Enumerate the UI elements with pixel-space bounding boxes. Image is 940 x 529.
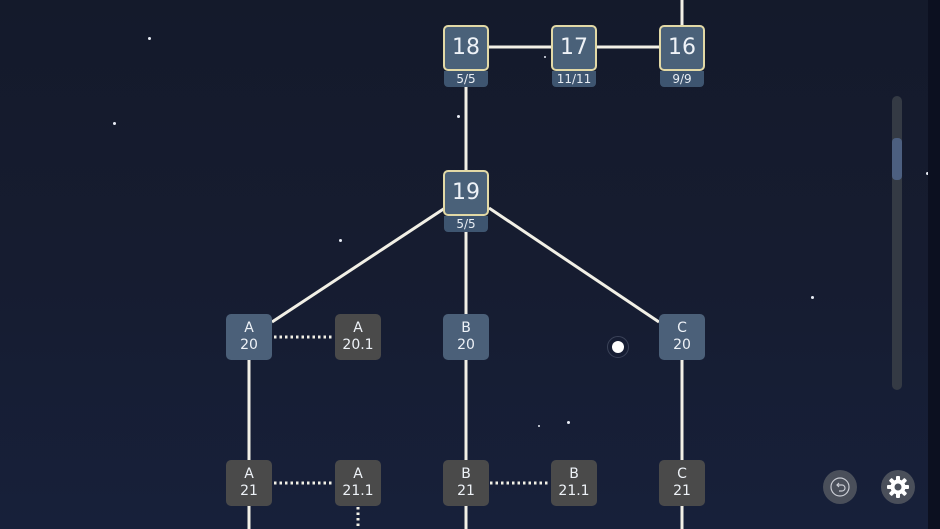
level-node-18[interactable]: 18 [443, 25, 489, 71]
star [339, 239, 342, 242]
branch-number: 21 [457, 483, 475, 499]
branch-number: 20 [240, 337, 258, 353]
star [148, 37, 151, 40]
level-progress: 5/5 [444, 216, 488, 232]
branch-letter: C [677, 466, 687, 482]
pointer-cursor [607, 336, 629, 358]
undo-arrow-icon [830, 477, 850, 497]
star [538, 425, 540, 427]
branch-letter: A [244, 320, 254, 336]
level-node-17[interactable]: 17 [551, 25, 597, 71]
vertical-scrollbar[interactable] [892, 96, 902, 390]
branch-letter: A [353, 466, 363, 482]
star [457, 115, 460, 118]
level-node-a21[interactable]: A 21 [226, 460, 272, 506]
branch-number: 21 [240, 483, 258, 499]
level-node-19[interactable]: 19 [443, 170, 489, 216]
level-node-16[interactable]: 16 [659, 25, 705, 71]
level-node-a20[interactable]: A 20 [226, 314, 272, 360]
level-number: 19 [452, 180, 480, 205]
level-node-c21[interactable]: C 21 [659, 460, 705, 506]
branch-letter: B [461, 320, 471, 336]
level-node-c20[interactable]: C 20 [659, 314, 705, 360]
branch-letter: B [569, 466, 579, 482]
gear-icon [887, 476, 909, 498]
level-number: 16 [668, 35, 696, 60]
settings-button[interactable] [881, 470, 915, 504]
branch-number: 20 [457, 337, 475, 353]
star [113, 122, 116, 125]
level-progress: 5/5 [444, 71, 488, 87]
level-number: 17 [560, 35, 588, 60]
level-progress: 9/9 [660, 71, 704, 87]
branch-number: 20 [673, 337, 691, 353]
level-progress: 11/11 [552, 71, 596, 87]
star [926, 172, 929, 175]
level-number: 18 [452, 35, 480, 60]
branch-number: 20.1 [342, 337, 374, 353]
cursor-dot [612, 341, 624, 353]
level-node-b20[interactable]: B 20 [443, 314, 489, 360]
star [567, 421, 570, 424]
level-node-b21[interactable]: B 21 [443, 460, 489, 506]
branch-letter: B [461, 466, 471, 482]
level-node-b21-1[interactable]: B 21.1 [551, 460, 597, 506]
star [544, 56, 546, 58]
branch-letter: A [244, 466, 254, 482]
undo-button[interactable] [823, 470, 857, 504]
branch-number: 21.1 [342, 483, 374, 499]
branch-number: 21 [673, 483, 691, 499]
branch-letter: C [677, 320, 687, 336]
level-node-a20-1[interactable]: A 20.1 [335, 314, 381, 360]
star [811, 296, 814, 299]
level-node-a21-1[interactable]: A 21.1 [335, 460, 381, 506]
branch-letter: A [353, 320, 363, 336]
branch-number: 21.1 [558, 483, 590, 499]
screen-edge [928, 0, 940, 529]
scrollbar-thumb[interactable] [892, 138, 902, 180]
